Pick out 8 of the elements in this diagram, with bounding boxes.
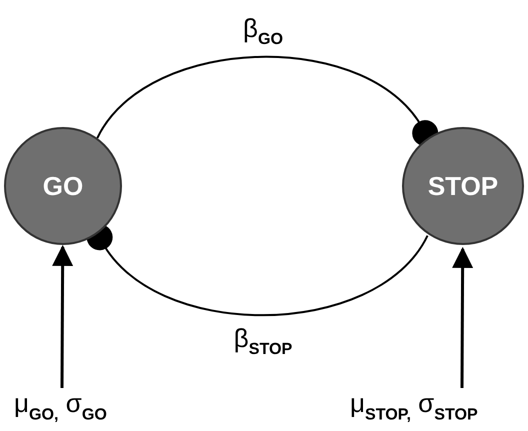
arrow <box>452 246 474 388</box>
parameter-label: μ$_{GO,}$ σ$_{GO}$ <box>14 388 107 424</box>
parameter-label: μ$_{STOP,}$ σ$_{STOP}$ <box>350 388 478 424</box>
state-label: STOP <box>428 170 498 202</box>
connector-arc <box>96 56 438 146</box>
arrow <box>52 244 74 388</box>
connector-arc <box>86 224 428 316</box>
state-label: GO <box>42 170 84 202</box>
